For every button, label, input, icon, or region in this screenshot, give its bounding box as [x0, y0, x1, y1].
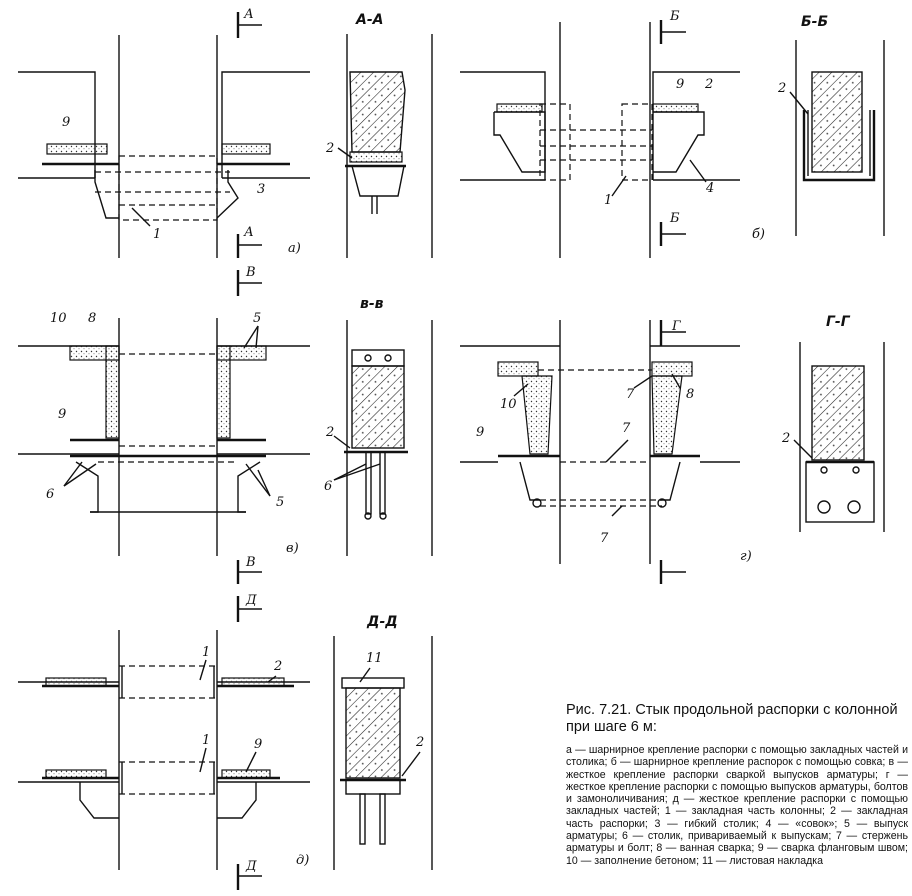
label-6-vv: 6	[324, 479, 332, 494]
label-2-gg: 2	[781, 431, 790, 446]
section-b-marker-bottom: Б	[669, 211, 680, 226]
label-4: 4	[705, 181, 714, 196]
section-g-marker-top: Г	[671, 319, 681, 334]
label-5-top: 5	[253, 311, 261, 326]
label-9-d: 9	[254, 737, 262, 752]
label-1: 1	[153, 227, 161, 242]
label-5-bottom: 5	[276, 495, 284, 510]
section-g-title: Г-Г	[826, 314, 851, 330]
section-g-view	[793, 342, 885, 532]
section-a-view	[337, 34, 433, 258]
label-7-bottom: 7	[600, 531, 609, 546]
label-9: 9	[62, 115, 70, 130]
label-10-g: 10	[500, 397, 517, 412]
panel-a	[18, 12, 310, 258]
label-8-g: 8	[686, 387, 694, 402]
label-9-v: 9	[58, 407, 66, 422]
panel-g	[460, 320, 740, 584]
label-7-top: 7	[626, 387, 635, 402]
section-d-marker-bottom: Д	[245, 859, 257, 874]
label-2-d: 2	[273, 659, 282, 674]
caption-body: а — шарнирное крепление распорки с помощ…	[566, 744, 908, 867]
label-2-aa: 2	[325, 141, 334, 156]
section-d-view	[333, 636, 433, 870]
section-d-title: Д-Д	[366, 614, 398, 630]
panel-v-tag: в)	[286, 541, 299, 556]
section-a-marker-top: А	[243, 7, 254, 22]
section-v-marker-top: В	[245, 265, 256, 280]
label-7-mid: 7	[622, 421, 631, 436]
section-a-title: А-А	[355, 12, 383, 28]
label-11: 11	[366, 651, 383, 666]
label-6: 6	[46, 487, 54, 502]
section-v-title: в-в	[360, 296, 384, 312]
label-9-b: 9	[676, 77, 684, 92]
section-b-view	[789, 40, 885, 236]
section-v-view	[333, 320, 433, 556]
label-2-b: 2	[704, 77, 713, 92]
panel-b	[460, 20, 740, 258]
section-v-marker-bottom: В	[245, 555, 256, 570]
label-2-bb: 2	[777, 81, 786, 96]
label-8: 8	[88, 311, 96, 326]
label-10: 10	[50, 311, 67, 326]
panel-b-tag: б)	[752, 227, 765, 242]
label-2-vv: 2	[325, 425, 334, 440]
panel-a-tag: а)	[288, 241, 301, 256]
label-2-dd: 2	[415, 735, 424, 750]
caption-title: Рис. 7.21. Стык продольной распорки с ко…	[566, 702, 898, 735]
label-1-d-top: 1	[202, 645, 210, 660]
section-b-marker-top: Б	[669, 9, 680, 24]
label-1-d-bottom: 1	[202, 733, 210, 748]
section-b-title: Б-Б	[801, 14, 828, 30]
panel-v	[18, 270, 310, 584]
panel-d-tag: д)	[296, 853, 309, 868]
label-9-g: 9	[476, 425, 484, 440]
section-a-marker-bottom: А	[243, 225, 254, 240]
panel-d	[18, 596, 310, 890]
section-d-marker-top: Д	[245, 593, 257, 608]
label-1-b: 1	[604, 193, 612, 208]
figure-caption: Рис. 7.21. Стык продольной распорки с ко…	[566, 702, 908, 867]
panel-g-tag: г)	[740, 549, 752, 564]
label-3: 3	[257, 182, 265, 197]
